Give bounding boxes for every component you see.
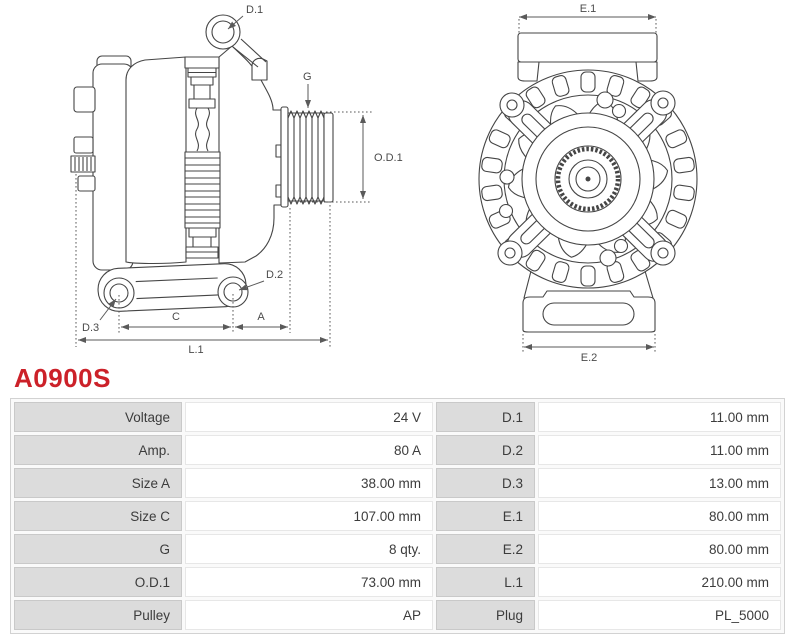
spec-value-left: 107.00 mm [185,501,433,531]
dim-label-e2: E.2 [581,352,598,362]
terminal-block [70,155,96,173]
stator-body [125,56,187,265]
dim-label-d2: D.2 [266,269,283,281]
dim-label-d3: D.3 [82,322,99,334]
top-bracket [517,32,658,82]
spec-label-right: E.2 [436,534,535,564]
spec-value-right: 210.00 mm [538,567,781,597]
spec-label-left: G [14,534,182,564]
table-row: G 8 qty. E.2 80.00 mm [14,534,781,564]
dim-label-g: G [303,71,312,83]
table-row: Voltage 24 V D.1 11.00 mm [14,402,781,432]
table-row: O.D.1 73.00 mm L.1 210.00 mm [14,567,781,597]
spec-label-right: D.2 [436,435,535,465]
pulley [280,106,334,208]
dim-label-od1: O.D.1 [374,152,403,164]
table-row: Size A 38.00 mm D.3 13.00 mm [14,468,781,498]
product-code: A0900S [14,363,111,393]
spec-value-left: 73.00 mm [185,567,433,597]
spec-label-right: L.1 [436,567,535,597]
spec-table: Voltage 24 V D.1 11.00 mm Amp. 80 A D.2 … [10,398,785,634]
spec-value-right: PL_5000 [538,600,781,630]
front-view-dimensions: E.1 E.2 [518,3,657,364]
shaft-stack [184,56,221,259]
table-row: Amp. 80 A D.2 11.00 mm [14,435,781,465]
bracket-step [251,57,268,81]
table-row: Size C 107.00 mm E.1 80.00 mm [14,501,781,531]
table-row: Pulley AP Plug PL_5000 [14,600,781,630]
dim-label-c: C [172,311,180,323]
rotor-hub [521,112,655,246]
spec-value-left: 24 V [185,402,433,432]
dim-label-e1: E.1 [580,3,597,15]
spec-label-left: Pulley [14,600,182,630]
alternator-front-view [478,32,698,333]
spec-value-left: 38.00 mm [185,468,433,498]
technical-diagram: D.1 G O.D.1 D.2 D.3 C A L.1 [70,3,698,364]
spec-label-left: Size C [14,501,182,531]
side-view-dimensions: D.1 G O.D.1 D.2 D.3 C A L.1 [75,4,403,356]
spec-label-left: Size A [14,468,182,498]
spec-label-right: E.1 [436,501,535,531]
spec-label-right: D.1 [436,402,535,432]
spec-value-right: 13.00 mm [538,468,781,498]
spec-label-left: Amp. [14,435,182,465]
spec-label-right: D.3 [436,468,535,498]
front-bracket [218,45,282,264]
rear-housing [70,55,134,271]
alternator-side-view [70,14,334,312]
housing-holes [498,91,629,267]
spec-label-left: Voltage [14,402,182,432]
spec-label-right: Plug [436,600,535,630]
spec-value-right: 80.00 mm [538,501,781,531]
dim-label-a: A [257,311,265,323]
spec-label-left: O.D.1 [14,567,182,597]
spec-value-left: 80 A [185,435,433,465]
spec-value-left: 8 qty. [185,534,433,564]
dim-label-d1: D.1 [246,4,263,16]
spec-value-right: 11.00 mm [538,435,781,465]
bottom-foot [522,290,656,333]
spec-value-right: 80.00 mm [538,534,781,564]
spec-value-right: 11.00 mm [538,402,781,432]
spec-value-left: AP [185,600,433,630]
dim-label-l1: L.1 [188,344,203,356]
